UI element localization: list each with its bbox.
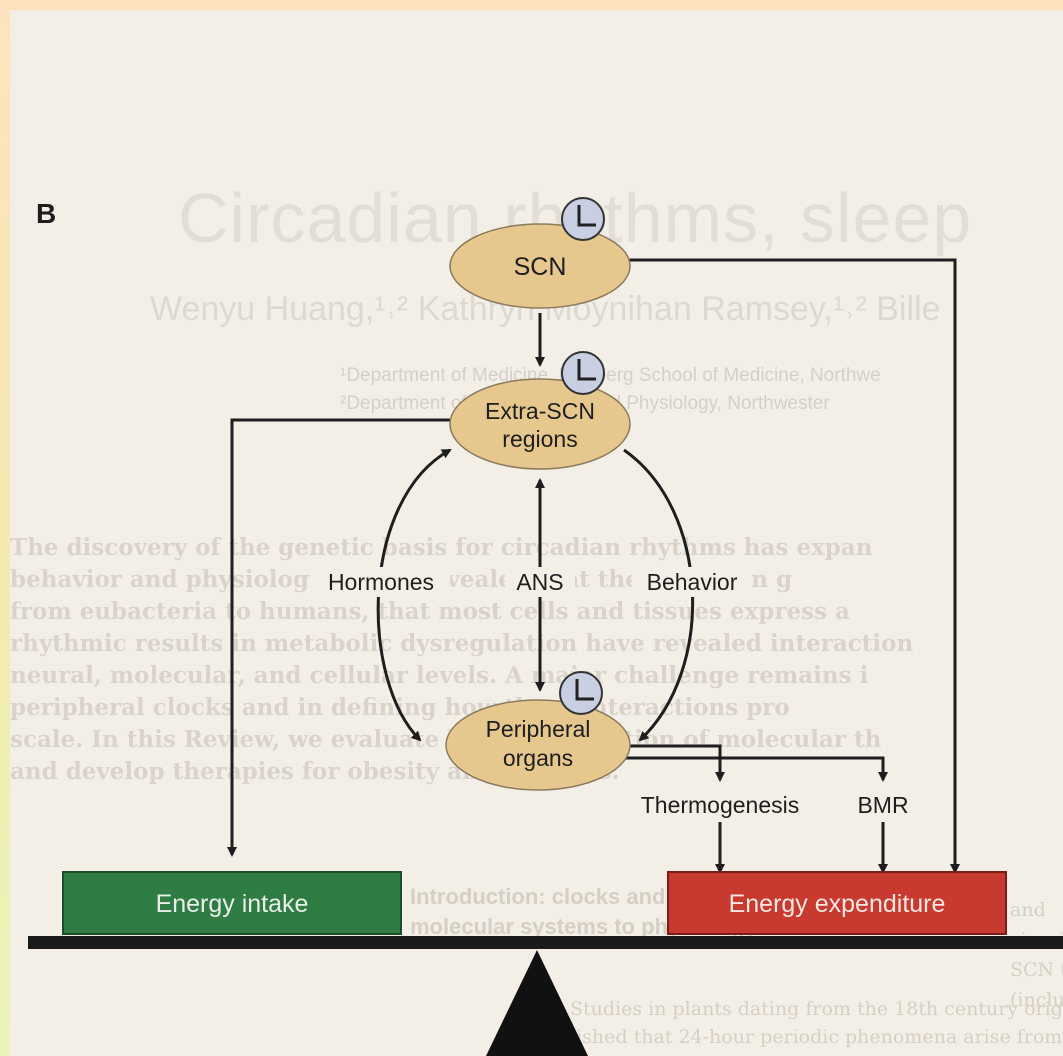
balance-beam (28, 936, 1063, 949)
background-abstract-line: rhythmic results in metabolic dysregulat… (10, 630, 914, 657)
panel-label: B (36, 198, 56, 229)
extra-scn-ellipse (449, 378, 631, 470)
scn-label: SCN (514, 253, 567, 281)
background-body: Studies in plants dating from the 18th c… (570, 995, 1063, 1051)
clock-icon (561, 197, 605, 241)
peripheral-organs-node: Peripheral organs (445, 671, 631, 791)
behavior-label-bg (632, 567, 752, 597)
circadian-energy-diagram: B SCN Extra-SCN (28, 197, 1063, 1056)
peripheral-ellipse (445, 699, 631, 791)
bmr-label: BMR (857, 792, 908, 818)
peripheral-label-line1: Peripheral (486, 716, 591, 742)
background-body-line: Studies in plants dating from the 18th c… (570, 998, 1063, 1020)
clock-icon (559, 671, 603, 715)
background-right-line: (includ (1010, 989, 1063, 1011)
extra-scn-node: Extra-SCN regions (449, 351, 631, 470)
background-right-line: and (1010, 899, 1046, 921)
clock-icon (561, 351, 605, 395)
hormones-label-bg (310, 567, 450, 597)
energy-expenditure-box (667, 871, 1007, 935)
thermogenesis-label: Thermogenesis (641, 792, 800, 818)
peripheral-to-bmr-arrow (622, 756, 888, 782)
extra-to-intake-arrow (227, 418, 453, 857)
energy-intake-box (62, 871, 402, 935)
hormones-label: Hormones (328, 569, 434, 595)
balance-fulcrum (486, 950, 588, 1056)
ans-label: ANS (516, 569, 563, 595)
scn-to-expenditure-arrow (622, 258, 960, 874)
extra-scn-label-line2: regions (502, 426, 577, 452)
figure-area: Circadian rhythms, sleep Wenyu Huang,¹˒²… (10, 10, 1063, 1056)
scn-ellipse (449, 223, 631, 309)
peripheral-label-line2: organs (503, 745, 573, 771)
background-right-line: SCN to (1010, 959, 1063, 981)
background-affiliation-1: ¹Department of Medicine, Feinberg School… (340, 365, 881, 386)
energy-expenditure-label: Energy expenditure (729, 890, 946, 918)
peripheral-to-thermogenesis-arrow (622, 744, 725, 782)
energy-intake-label: Energy intake (156, 890, 309, 918)
extra-scn-label-line1: Extra-SCN (485, 398, 595, 424)
behavior-label: Behavior (647, 569, 738, 595)
left-border (0, 0, 10, 1056)
background-body-line: lished that 24-hour periodic phenomena a… (570, 1026, 1063, 1048)
top-border (0, 0, 1063, 10)
ans-label-bg (505, 567, 575, 597)
scn-node: SCN (449, 197, 631, 309)
